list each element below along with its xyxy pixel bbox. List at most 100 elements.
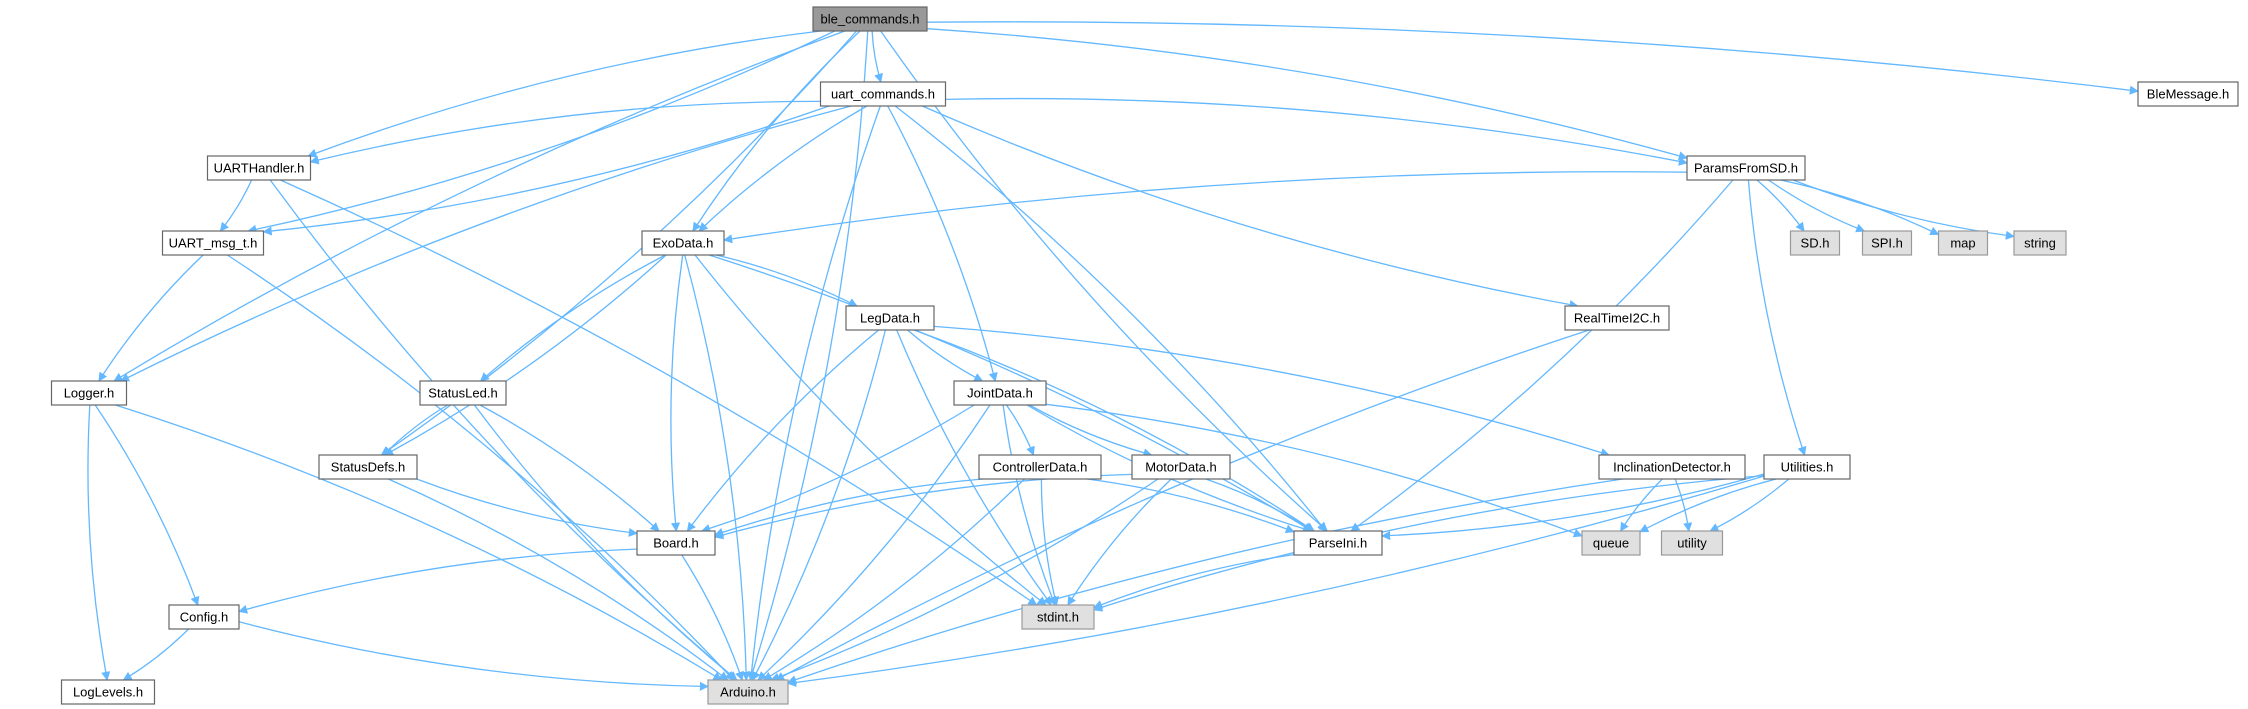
edge-Board-to-Config <box>238 548 638 614</box>
node-spi[interactable]: SPI.h <box>1861 230 1913 256</box>
edge-ExoData-to-stdint <box>694 254 1047 606</box>
node-board[interactable]: Board.h <box>636 530 716 556</box>
node-box <box>1131 454 1231 480</box>
node-box <box>1861 230 1913 256</box>
node-ble-commands[interactable]: ble_commands.h <box>812 6 928 32</box>
node-box <box>707 679 789 705</box>
edge-ExoData-to-Arduino <box>684 254 751 681</box>
node-box <box>641 230 725 256</box>
edge-ble_commands-to-ParamsFromSD <box>926 28 1688 161</box>
node-jointdata[interactable]: JointData.h <box>953 380 1047 406</box>
edge-InclinationDetector-to-queue <box>1620 478 1663 532</box>
node-uarthandler[interactable]: UARTHandler.h <box>206 155 312 181</box>
node-controllerdata[interactable]: ControllerData.h <box>978 454 1102 480</box>
node-statusled[interactable]: StatusLed.h <box>419 380 507 406</box>
node-box <box>2013 230 2067 256</box>
edge-ExoData-to-LegData <box>715 254 858 307</box>
node-box <box>60 679 156 705</box>
node-arduino[interactable]: Arduino.h <box>707 679 789 705</box>
node-label: uart_commands.h <box>831 87 935 102</box>
node-sd[interactable]: SD.h <box>1789 230 1841 256</box>
node-box <box>1686 155 1806 181</box>
edge-ControllerData-to-Board <box>714 478 983 537</box>
node-statusdefs[interactable]: StatusDefs.h <box>318 454 418 480</box>
edge-MotorData-to-Arduino <box>770 478 1159 682</box>
node-label: JointData.h <box>967 386 1033 401</box>
edge-MotorData-to-Board <box>714 473 1133 540</box>
edge-ble_commands-to-UARTHandler <box>307 30 821 158</box>
edge-ble_commands-to-UART_msg_t <box>247 30 836 234</box>
node-box <box>168 604 240 630</box>
node-label: LogLevels.h <box>73 685 143 700</box>
node-label: Board.h <box>653 536 699 551</box>
node-label: string <box>2024 236 2056 251</box>
edge-uart_commands-to-Arduino <box>747 105 881 681</box>
edge-ParamsFromSD-to-string <box>1792 179 2015 240</box>
edge-Utilities-to-queue <box>1639 478 1777 533</box>
edge-InclinationDetector-to-utility <box>1674 478 1693 532</box>
edge-StatusLed-to-Board <box>479 404 660 532</box>
node-layer: ble_commands.h uart_commands.h BleMessage.… <box>50 6 2239 705</box>
node-label: map <box>1950 236 1975 251</box>
node-realtimei2c[interactable]: RealTimeI2C.h <box>1564 305 1670 331</box>
edge-Utilities-to-utility <box>1709 478 1790 532</box>
edge-MotorData-to-stdint <box>1067 478 1172 606</box>
edge-JointData-to-stdint <box>1002 404 1057 606</box>
node-label: UARTHandler.h <box>214 161 305 176</box>
edge-Utilities-to-Arduino <box>787 475 1765 687</box>
node-box <box>845 305 935 331</box>
node-box <box>1937 230 1989 256</box>
node-map[interactable]: map <box>1937 230 1989 256</box>
edge-ParamsFromSD-to-SD <box>1756 179 1805 232</box>
edge-RealTimeI2C-to-Arduino <box>775 329 1590 681</box>
node-label: Utilities.h <box>1781 460 1834 475</box>
node-queue[interactable]: queue <box>1581 530 1641 556</box>
node-exodata[interactable]: ExoData.h <box>641 230 725 256</box>
node-blemessage[interactable]: BleMessage.h <box>2137 81 2239 107</box>
node-label: MotorData.h <box>1145 460 1217 475</box>
node-config[interactable]: Config.h <box>168 604 240 630</box>
edge-Logger-to-Arduino <box>115 404 723 681</box>
node-stdint[interactable]: stdint.h <box>1021 604 1095 630</box>
node-label: Arduino.h <box>720 685 776 700</box>
edge-ParamsFromSD-to-ParseIni <box>1350 179 1734 532</box>
edge-ExoData-to-Board <box>670 254 684 532</box>
node-uart-msg-t[interactable]: UART_msg_t.h <box>161 230 265 256</box>
node-label: Config.h <box>180 610 228 625</box>
node-label: ble_commands.h <box>821 12 920 27</box>
node-parseini[interactable]: ParseIni.h <box>1293 530 1383 556</box>
edge-ParamsFromSD-to-Utilities <box>1747 179 1807 456</box>
node-box <box>1660 530 1724 556</box>
node-box <box>1763 454 1851 480</box>
node-label: stdint.h <box>1037 610 1079 625</box>
node-inclinationdetector[interactable]: InclinationDetector.h <box>1598 454 1746 480</box>
edge-uart_commands-to-UART_msg_t <box>262 105 830 236</box>
edge-LegData-to-ParseIni <box>913 329 1315 532</box>
node-label: RealTimeI2C.h <box>1574 311 1660 326</box>
node-motordata[interactable]: MotorData.h <box>1131 454 1231 480</box>
node-box <box>1293 530 1383 556</box>
node-string[interactable]: string <box>2013 230 2067 256</box>
node-legdata[interactable]: LegData.h <box>845 305 935 331</box>
edge-ble_commands-to-Logger <box>113 30 846 382</box>
edge-uart_commands-to-ExoData <box>698 105 868 232</box>
node-logger[interactable]: Logger.h <box>50 380 128 406</box>
node-label: BleMessage.h <box>2147 87 2229 102</box>
edge-ControllerData-to-ParseIni <box>1087 478 1295 534</box>
edge-ControllerData-to-stdint <box>1040 478 1060 606</box>
node-box <box>819 81 947 107</box>
node-paramsfromsd[interactable]: ParamsFromSD.h <box>1686 155 1806 181</box>
node-uart-commands[interactable]: uart_commands.h <box>819 81 947 107</box>
edge-UART_msg_t-to-Logger <box>98 254 204 382</box>
edge-ParseIni-to-stdint <box>1093 553 1295 609</box>
node-label: SPI.h <box>1871 236 1903 251</box>
node-box <box>2137 81 2239 107</box>
edge-JointData-to-queue <box>1045 403 1583 538</box>
node-loglevels[interactable]: LogLevels.h <box>60 679 156 705</box>
node-box <box>1564 305 1670 331</box>
node-utility[interactable]: utility <box>1660 530 1724 556</box>
node-utilities[interactable]: Utilities.h <box>1763 454 1851 480</box>
node-box <box>161 230 265 256</box>
edge-UART_msg_t-to-Arduino <box>226 254 735 681</box>
